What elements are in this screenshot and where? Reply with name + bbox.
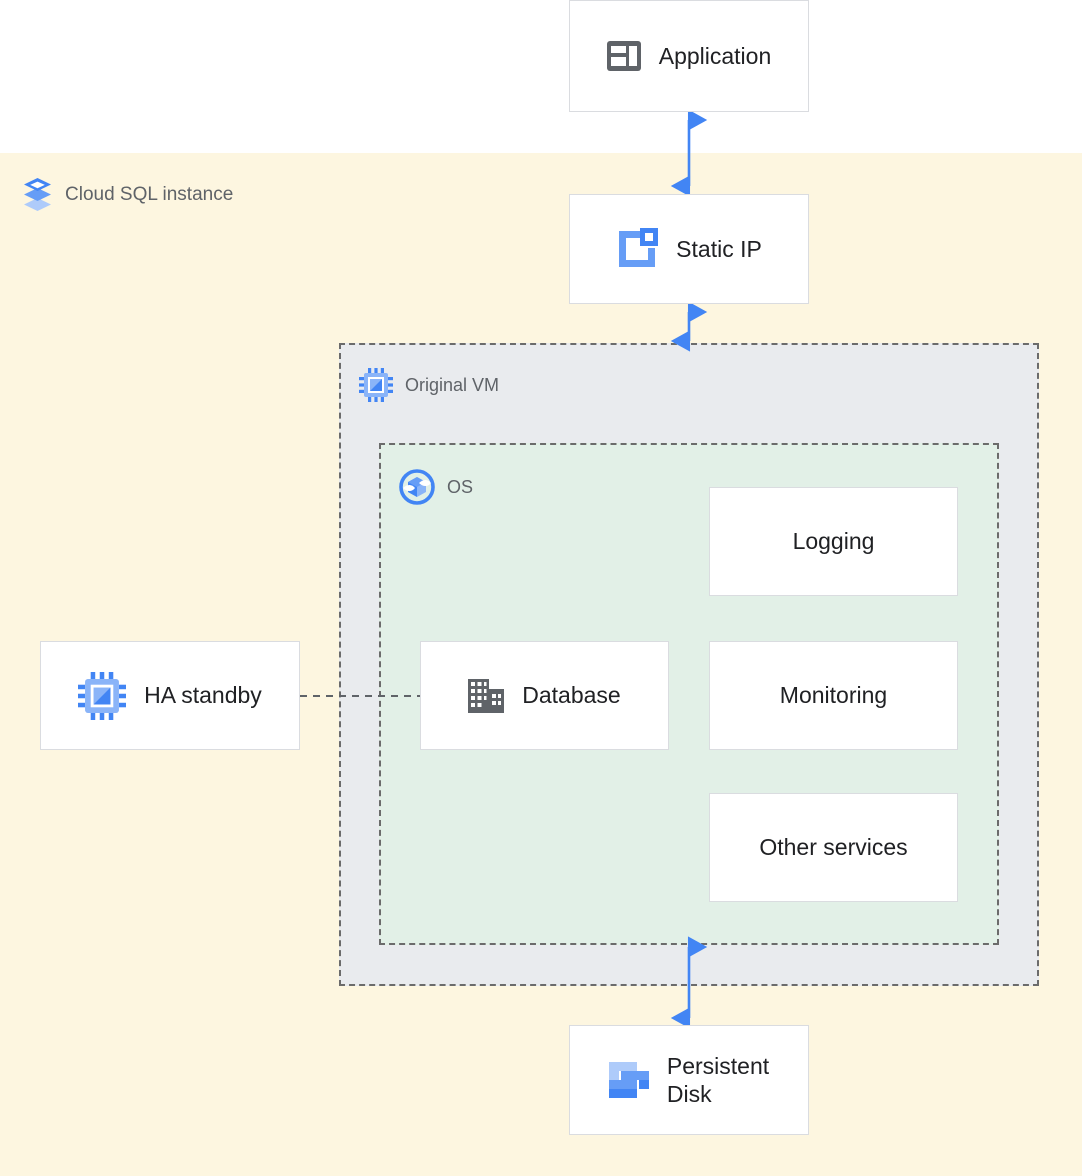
- card-label-line1: Persistent: [666, 1052, 770, 1079]
- card-label-line2: Disk: [666, 1081, 712, 1107]
- region-label-text: Original VM: [405, 375, 500, 395]
- card-label: Application: [658, 42, 772, 69]
- card-static-ip[interactable]: Static IP: [569, 194, 809, 304]
- ha-standby-chip-icon: [78, 671, 127, 720]
- static-ip-icon: [616, 228, 659, 270]
- card-monitoring[interactable]: Monitoring: [709, 641, 958, 750]
- region-label-os: OS: [399, 469, 473, 505]
- persistent-disk-icon: [608, 1060, 649, 1100]
- card-label: Other services: [759, 834, 908, 861]
- card-database[interactable]: Database: [420, 641, 669, 750]
- card-logging[interactable]: Logging: [709, 487, 958, 596]
- region-label-cloud-sql-instance: Cloud SQL instance: [22, 178, 233, 211]
- card-label: Monitoring: [779, 682, 888, 709]
- os-disc-icon: [399, 469, 435, 505]
- card-label: Database: [522, 682, 621, 709]
- card-ha-standby[interactable]: HA standby: [40, 641, 300, 750]
- card-application[interactable]: Application: [569, 0, 809, 112]
- database-building-icon: [468, 678, 505, 713]
- region-label-text: OS: [447, 477, 474, 497]
- cloud-sql-layers-icon: [22, 178, 53, 211]
- card-label: HA standby: [144, 682, 262, 709]
- vm-chip-icon: [359, 368, 393, 402]
- card-label: Static IP: [676, 235, 762, 262]
- region-label-text: Cloud SQL instance: [65, 184, 234, 205]
- region-label-original-vm: Original VM: [359, 368, 499, 402]
- application-layout-icon: [606, 41, 641, 71]
- card-label: Logging: [792, 528, 875, 555]
- card-other-services[interactable]: Other services: [709, 793, 958, 902]
